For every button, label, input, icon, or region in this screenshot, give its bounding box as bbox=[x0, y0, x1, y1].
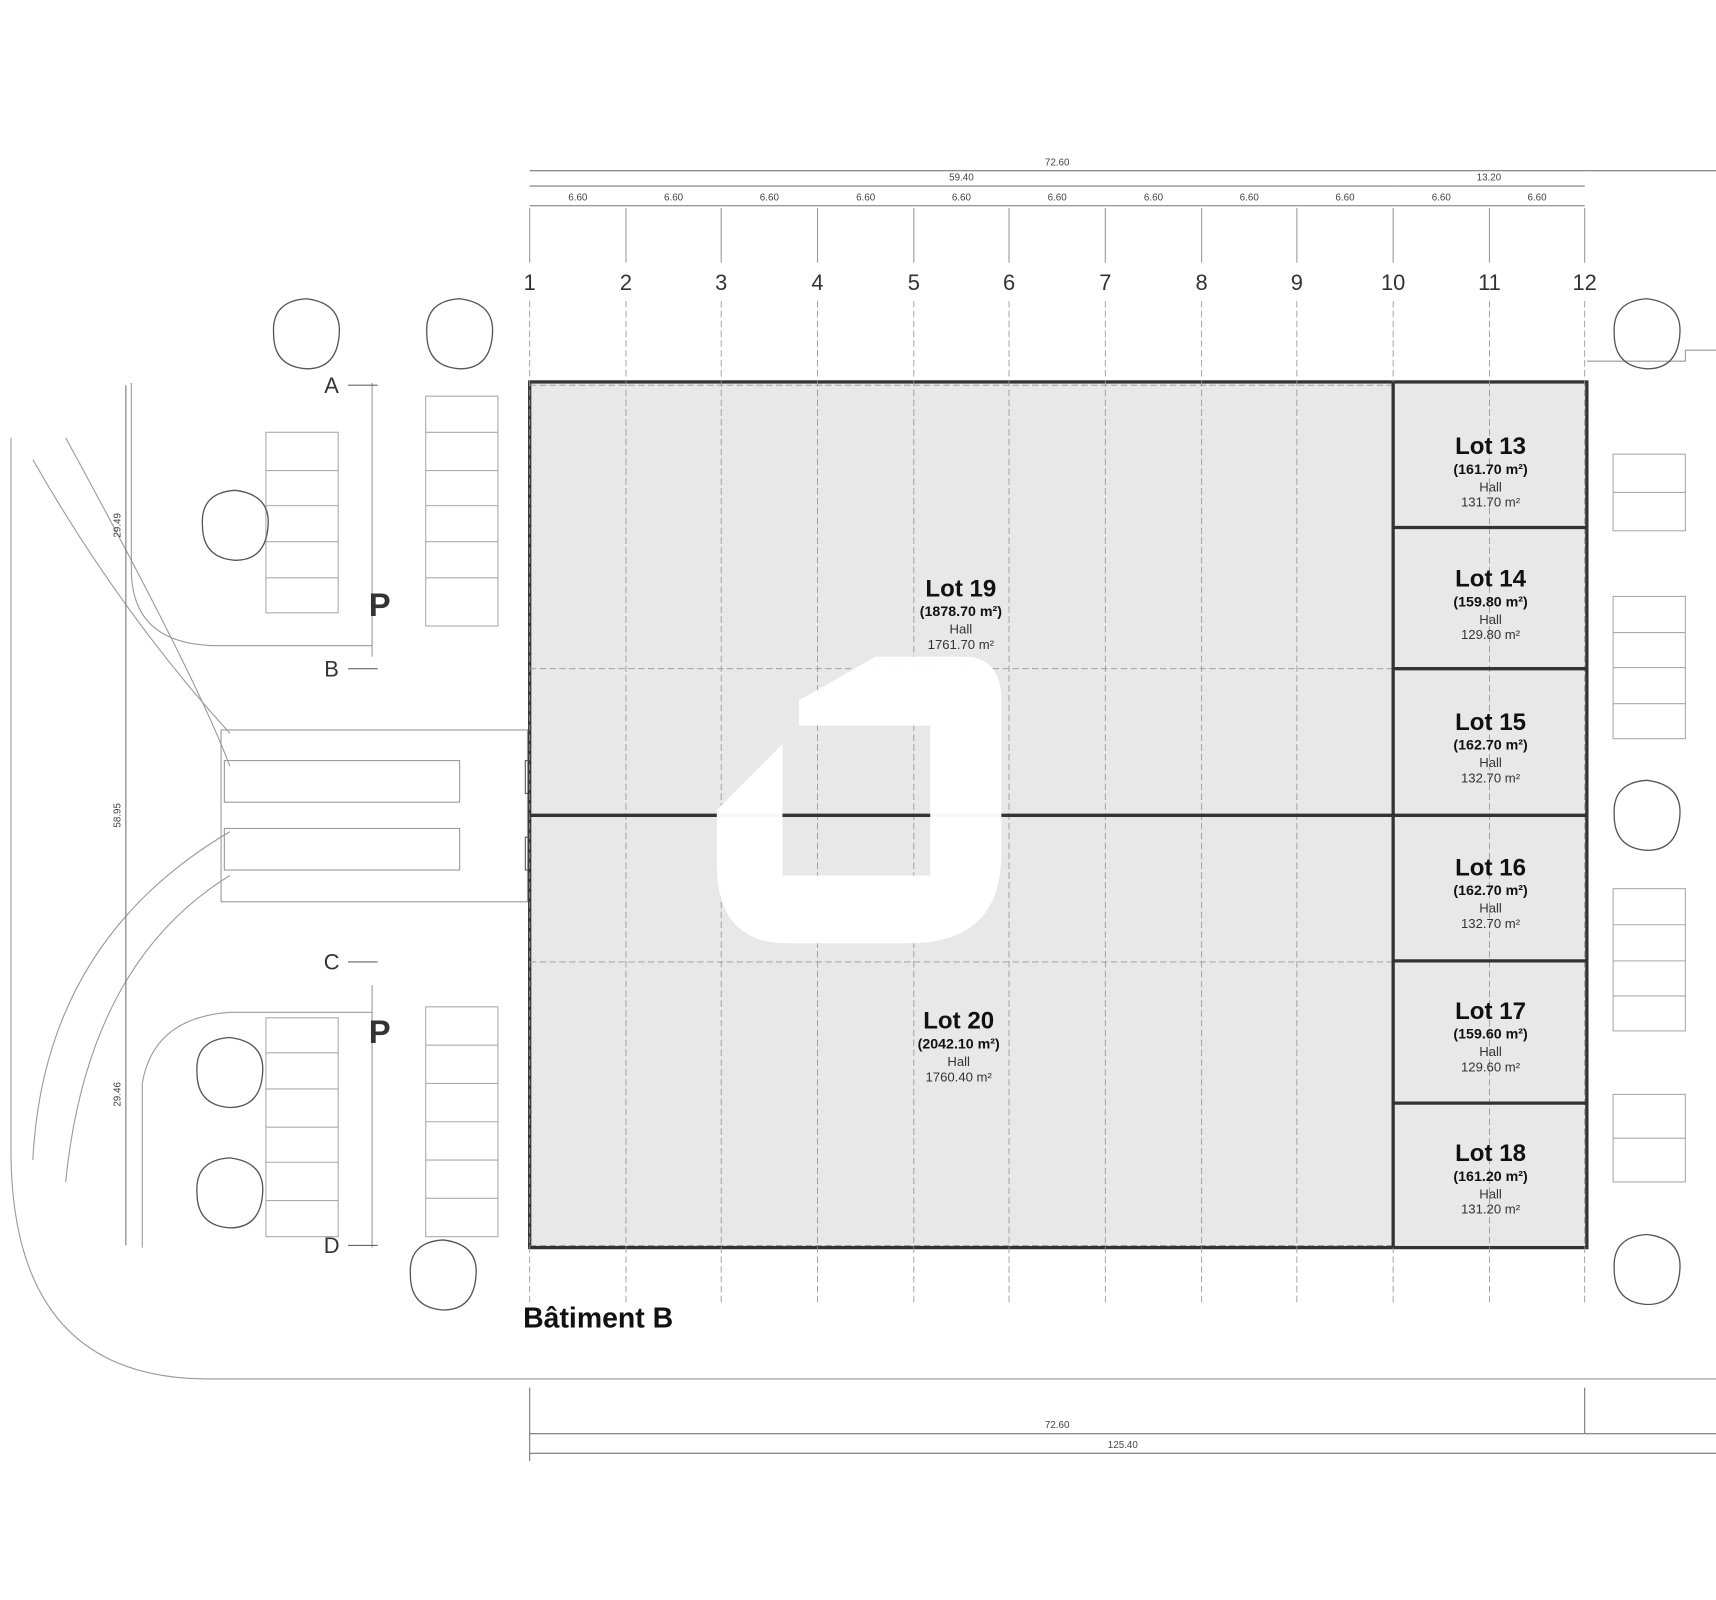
grid-label-6: 6 bbox=[1003, 270, 1015, 295]
hall-area: 132.70 m² bbox=[1461, 916, 1521, 931]
lot-total-area: (162.70 m²) bbox=[1453, 883, 1528, 899]
hall-label: Hall bbox=[1479, 1044, 1502, 1059]
loading-docks bbox=[220, 729, 564, 903]
lot-total-area: (159.80 m²) bbox=[1453, 594, 1528, 610]
dimension-value: 6.60 bbox=[760, 192, 780, 203]
row-label-A: A bbox=[324, 373, 339, 398]
tree-icon bbox=[1613, 298, 1681, 370]
parking-stalls bbox=[265, 395, 1686, 1238]
row-label-D: D bbox=[324, 1233, 340, 1258]
grid-label-12: 12 bbox=[1573, 270, 1597, 295]
hall-label: Hall bbox=[950, 622, 973, 637]
watermark-logo bbox=[716, 656, 1002, 944]
row-label-B: B bbox=[324, 656, 339, 681]
lot-name: Lot 13 bbox=[1455, 433, 1526, 460]
hall-area: 131.70 m² bbox=[1461, 495, 1521, 510]
tree-icon bbox=[1613, 1233, 1681, 1306]
trees bbox=[196, 298, 1681, 1311]
tree-icon bbox=[196, 1157, 264, 1229]
tree-icon bbox=[272, 298, 340, 370]
dimension-value: 6.60 bbox=[1240, 192, 1260, 203]
grid-label-5: 5 bbox=[908, 270, 920, 295]
dimension-value: 6.60 bbox=[1144, 192, 1164, 203]
dimension-value: 6.60 bbox=[1335, 192, 1355, 203]
dimension-value: 6.60 bbox=[1527, 192, 1547, 203]
lot-total-area: (161.70 m²) bbox=[1453, 462, 1528, 478]
hall-area: 1760.40 m² bbox=[925, 1069, 992, 1084]
dimension-value: 72.60 bbox=[1045, 1420, 1070, 1431]
hall-area: 131.20 m² bbox=[1461, 1202, 1521, 1217]
dimension-value: 6.60 bbox=[1432, 192, 1452, 203]
dimension-value: 29.46 bbox=[112, 1082, 123, 1107]
lot-name: Lot 14 bbox=[1455, 566, 1526, 593]
dimension-value: 59.40 bbox=[949, 173, 974, 184]
lot-name: Lot 19 bbox=[925, 575, 996, 602]
grid-label-1: 1 bbox=[524, 270, 536, 295]
dimension-value: 6.60 bbox=[1048, 192, 1068, 203]
hall-label: Hall bbox=[947, 1054, 970, 1069]
tree-icon bbox=[1613, 779, 1681, 851]
hall-area: 129.80 m² bbox=[1461, 627, 1521, 642]
tree-icon bbox=[201, 489, 269, 561]
dimension-value: 6.60 bbox=[568, 192, 588, 203]
grid-label-11: 11 bbox=[1478, 270, 1501, 295]
tree-icon bbox=[196, 1036, 264, 1109]
dimension-value: 6.60 bbox=[952, 192, 972, 203]
lot-name: Lot 20 bbox=[923, 1008, 994, 1035]
dimension-value: 13.20 bbox=[1477, 173, 1502, 184]
lot-total-area: (161.20 m²) bbox=[1453, 1169, 1528, 1185]
tree-icon bbox=[409, 1239, 477, 1311]
dimension-value: 58.95 bbox=[112, 802, 123, 827]
grid-label-3: 3 bbox=[715, 270, 727, 295]
hall-label: Hall bbox=[1479, 755, 1502, 770]
grid-label-2: 2 bbox=[620, 270, 632, 295]
tree-icon bbox=[426, 298, 494, 370]
grid-label-4: 4 bbox=[811, 270, 823, 295]
dimension-value: 29.49 bbox=[112, 513, 123, 538]
hall-label: Hall bbox=[1479, 479, 1502, 494]
hall-area: 129.60 m² bbox=[1461, 1059, 1521, 1074]
lot-name: Lot 15 bbox=[1455, 709, 1526, 736]
lot-total-area: (2042.10 m²) bbox=[918, 1036, 1000, 1052]
dimension-value: 125.40 bbox=[1108, 1440, 1139, 1451]
grid-label-8: 8 bbox=[1196, 270, 1208, 295]
hall-area: 132.70 m² bbox=[1461, 770, 1521, 785]
lot-name: Lot 18 bbox=[1455, 1140, 1526, 1167]
lot-total-area: (162.70 m²) bbox=[1453, 738, 1528, 754]
parking-sign-upper: P bbox=[369, 586, 391, 623]
hall-label: Hall bbox=[1479, 901, 1502, 916]
hall-label: Hall bbox=[1479, 1186, 1502, 1201]
dimension-value: 6.60 bbox=[664, 192, 684, 203]
lot-name: Lot 17 bbox=[1455, 998, 1526, 1025]
grid-label-10: 10 bbox=[1381, 270, 1405, 295]
parking-sign-lower: P bbox=[369, 1013, 391, 1050]
grid-label-9: 9 bbox=[1291, 270, 1303, 295]
lot-partitions bbox=[529, 381, 1587, 1248]
dimension-value: 6.60 bbox=[856, 192, 876, 203]
dimension-value: 72.60 bbox=[1045, 157, 1070, 168]
grid-label-7: 7 bbox=[1099, 270, 1111, 295]
lot-total-area: (159.60 m²) bbox=[1453, 1027, 1528, 1043]
hall-area: 1761.70 m² bbox=[928, 637, 995, 652]
building-title: Bâtiment B bbox=[523, 1302, 673, 1334]
lot-total-area: (1878.70 m²) bbox=[920, 604, 1002, 620]
lot-name: Lot 16 bbox=[1455, 855, 1526, 882]
row-label-C: C bbox=[324, 950, 340, 975]
site-road bbox=[10, 349, 1716, 1380]
dimension-lines: 72.60 59.40 13.20 6.60 6.60 6.60 6.60 6.60 6.60 6… bbox=[112, 157, 1716, 1462]
hall-label: Hall bbox=[1479, 612, 1502, 627]
